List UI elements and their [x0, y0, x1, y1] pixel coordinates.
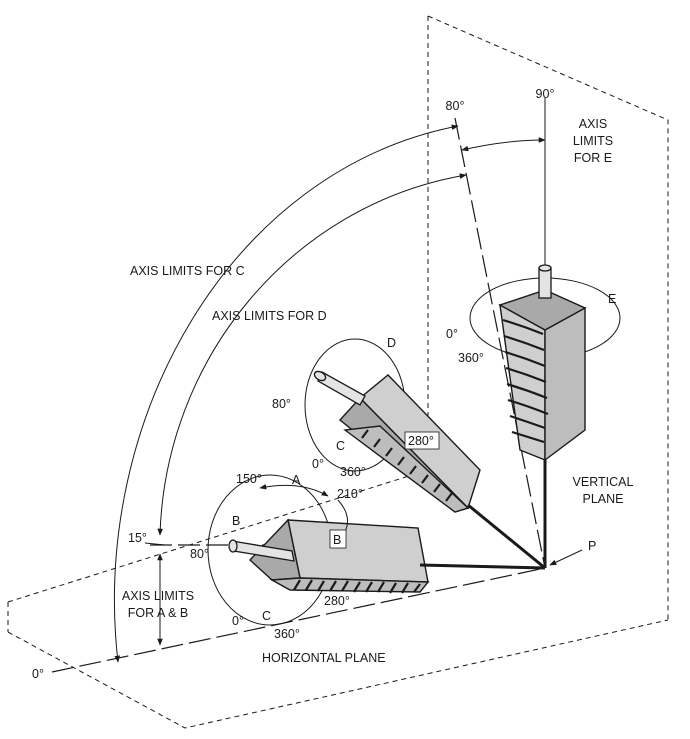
middle-ribs [361, 429, 453, 502]
label-p: P [588, 539, 596, 553]
weld-top [469, 264, 621, 568]
label-90-top: 90° [536, 87, 555, 101]
label-15: 15° [128, 531, 147, 545]
label-vertical-plane-1: VERTICAL [573, 475, 634, 489]
limit-arcs [114, 124, 546, 663]
label-axis-limits-e-2: LIMITS [573, 134, 613, 148]
label-a: A [292, 473, 301, 487]
label-a-0: 0° [232, 614, 244, 628]
label-e-360: 360° [458, 351, 484, 365]
label-b-box: B [333, 533, 341, 547]
label-d: D [387, 336, 396, 350]
label-d-360: 360° [340, 465, 366, 479]
label-d-80: 80° [272, 397, 291, 411]
top-ribs [502, 318, 549, 444]
label-d-0: 0° [312, 457, 324, 471]
label-d-c: C [336, 439, 345, 453]
labels: 80° 90° AXIS LIMITS FOR E AXIS LIMITS FO… [32, 87, 633, 681]
label-a-150: 150° [236, 472, 262, 486]
label-a-280: 280° [324, 594, 350, 608]
p-pointer [549, 549, 583, 566]
axis-80-line [454, 117, 546, 569]
label-horizontal-plane: HORIZONTAL PLANE [262, 651, 386, 665]
weld-bottom [207, 474, 546, 626]
label-axis-limits-d: AXIS LIMITS FOR D [212, 309, 327, 323]
label-e-0: 0° [446, 327, 458, 341]
label-80-top: 80° [446, 99, 465, 113]
label-0-bottom: 0° [32, 667, 44, 681]
label-e: E [608, 292, 616, 306]
arc-limits-e [461, 137, 546, 152]
label-axis-limits-c: AXIS LIMITS FOR C [130, 264, 245, 278]
label-axis-limits-e-3: FOR E [574, 151, 612, 165]
arc-limits-d [157, 173, 467, 536]
label-axis-limits-e-1: AXIS [579, 117, 608, 131]
label-a-360: 360° [274, 627, 300, 641]
label-a-80: 80° [190, 547, 209, 561]
label-a-c: C [262, 609, 271, 623]
label-b: B [232, 514, 240, 528]
label-a-210: 210° [337, 487, 363, 501]
shaft-top [538, 267, 552, 299]
label-vertical-plane-2: PLANE [583, 492, 624, 506]
bottom-ribs [293, 579, 421, 594]
label-axis-limits-ab-2: FOR A & B [128, 606, 188, 620]
label-d-280: 280° [408, 434, 434, 448]
label-axis-limits-ab-1: AXIS LIMITS [122, 589, 194, 603]
